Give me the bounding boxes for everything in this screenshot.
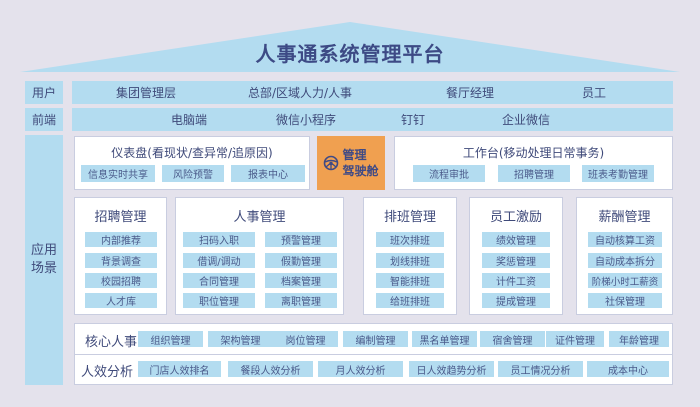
roof-banner xyxy=(20,22,680,72)
module-chip[interactable]: 阶梯小时工薪资 xyxy=(588,273,662,288)
user-item: 员工 xyxy=(581,86,607,100)
module-chip[interactable]: 职位管理 xyxy=(183,293,255,308)
module-hr: 人事管理 扫码入职 预警管理 借调/调动 假勤管理 合同管理 档案管理 职位管理… xyxy=(175,197,344,315)
frontend-item: 微信小程序 xyxy=(275,113,337,127)
workbench-chip[interactable]: 流程审批 xyxy=(413,165,485,182)
management-cockpit[interactable]: 管理 驾驶舱 xyxy=(317,136,385,190)
module-chip[interactable]: 预警管理 xyxy=(265,232,337,247)
module-chip[interactable]: 扫码入职 xyxy=(183,232,255,247)
module-chip[interactable]: 绩效管理 xyxy=(482,232,550,247)
module-chip[interactable]: 背景调查 xyxy=(85,253,157,268)
core-hr-chip[interactable]: 宿舍管理 xyxy=(480,331,545,347)
module-chip[interactable]: 奖惩管理 xyxy=(482,253,550,268)
core-hr-chip[interactable]: 架构管理 xyxy=(208,331,273,347)
workbench-panel: 工作台(移动处理日常事务) 流程审批 招聘管理 班表考勤管理 xyxy=(394,136,673,190)
core-hr-chip[interactable]: 证件管理 xyxy=(546,331,604,347)
user-item: 总部/区域人力/人事 xyxy=(247,86,353,100)
scenarios-label-line2: 场景 xyxy=(30,261,57,276)
module-title: 员工激励 xyxy=(489,210,542,225)
module-chip[interactable]: 自动成本拆分 xyxy=(588,253,662,268)
module-title: 人事管理 xyxy=(233,210,286,225)
user-item: 餐厅经理 xyxy=(445,86,495,100)
workbench-chip[interactable]: 班表考勤管理 xyxy=(582,165,654,182)
user-item: 集团管理层 xyxy=(115,86,177,100)
users-row: 集团管理层 总部/区域人力/人事 餐厅经理 员工 xyxy=(72,81,673,104)
core-hr-chip[interactable]: 岗位管理 xyxy=(273,331,338,347)
workbench-chip[interactable]: 招聘管理 xyxy=(498,165,570,182)
cockpit-line2: 驾驶舱 xyxy=(342,164,379,178)
frontend-item: 电脑端 xyxy=(170,113,208,127)
efficiency-label: 人效分析 xyxy=(81,365,134,380)
module-title: 薪酬管理 xyxy=(598,210,651,225)
module-chip[interactable]: 划线排班 xyxy=(376,253,444,268)
dashboard-panel: 仪表盘(看现状/查异常/追原因) 信息实时共享 风险预警 报表中心 xyxy=(74,136,310,190)
core-hr-chip[interactable]: 年龄管理 xyxy=(609,331,669,347)
bottom-strips: 核心人事 组织管理 架构管理 岗位管理 编制管理 黑名单管理 宿舍管理 证件管理… xyxy=(74,323,673,385)
module-chip[interactable]: 计件工资 xyxy=(482,273,550,288)
efficiency-chip[interactable]: 员工情况分析 xyxy=(498,361,583,377)
module-chip[interactable]: 离职管理 xyxy=(265,293,337,308)
scenarios-label-line1: 应用 xyxy=(30,243,57,258)
page-title: 人事通系统管理平台 xyxy=(255,42,445,66)
module-chip[interactable]: 提成管理 xyxy=(482,293,550,308)
efficiency-chip[interactable]: 成本中心 xyxy=(587,361,669,377)
dashboard-chip[interactable]: 报表中心 xyxy=(231,165,305,182)
module-chip[interactable]: 智能排班 xyxy=(376,273,444,288)
module-chip[interactable]: 内部推荐 xyxy=(85,232,157,247)
dashboard-chip[interactable]: 信息实时共享 xyxy=(81,165,155,182)
module-chip[interactable]: 社保管理 xyxy=(588,293,662,308)
module-chip[interactable]: 校园招聘 xyxy=(85,273,157,288)
efficiency-chip[interactable]: 月人效分析 xyxy=(318,361,403,377)
workbench-title: 工作台(移动处理日常事务) xyxy=(462,146,605,160)
module-chip[interactable]: 借调/调动 xyxy=(183,253,255,268)
core-hr-label: 核心人事 xyxy=(85,335,138,350)
frontend-item: 钉钉 xyxy=(400,113,426,127)
cockpit-line1: 管理 xyxy=(342,148,367,162)
dashboard-chip[interactable]: 风险预警 xyxy=(162,165,224,182)
efficiency-chip[interactable]: 门店人效排名 xyxy=(138,361,221,377)
core-hr-chip[interactable]: 编制管理 xyxy=(343,331,408,347)
module-scheduling: 排班管理 班次排班 划线排班 智能排班 给班排班 xyxy=(363,197,457,315)
module-chip[interactable]: 合同管理 xyxy=(183,273,255,288)
module-title: 招聘管理 xyxy=(94,210,147,225)
core-hr-chip[interactable]: 组织管理 xyxy=(138,331,203,347)
steering-wheel-icon xyxy=(324,155,339,171)
frontend-row: 电脑端 微信小程序 钉钉 企业微信 xyxy=(72,108,673,131)
module-chip[interactable]: 自动核算工资 xyxy=(588,232,662,247)
strip-divider xyxy=(75,354,672,355)
efficiency-chip[interactable]: 日人效趋势分析 xyxy=(409,361,494,377)
module-title: 排班管理 xyxy=(383,210,436,225)
module-chip[interactable]: 班次排班 xyxy=(376,232,444,247)
module-chip[interactable]: 给班排班 xyxy=(376,293,444,308)
module-incentives: 员工激励 绩效管理 奖惩管理 计件工资 提成管理 xyxy=(469,197,563,315)
users-row-label: 用户 xyxy=(25,81,63,104)
dashboard-title: 仪表盘(看现状/查异常/追原因) xyxy=(111,146,273,160)
module-recruitment: 招聘管理 内部推荐 背景调查 校园招聘 人才库 xyxy=(74,197,167,315)
scenarios-label: 应用 场景 xyxy=(25,135,63,385)
frontend-item: 企业微信 xyxy=(501,113,551,127)
module-chip[interactable]: 人才库 xyxy=(85,293,157,308)
module-payroll: 薪酬管理 自动核算工资 自动成本拆分 阶梯小时工薪资 社保管理 xyxy=(576,197,673,315)
module-chip[interactable]: 假勤管理 xyxy=(265,253,337,268)
frontend-row-label: 前端 xyxy=(25,108,63,131)
module-chip[interactable]: 档案管理 xyxy=(265,273,337,288)
efficiency-chip[interactable]: 餐段人效分析 xyxy=(228,361,313,377)
core-hr-chip[interactable]: 黑名单管理 xyxy=(412,331,477,347)
